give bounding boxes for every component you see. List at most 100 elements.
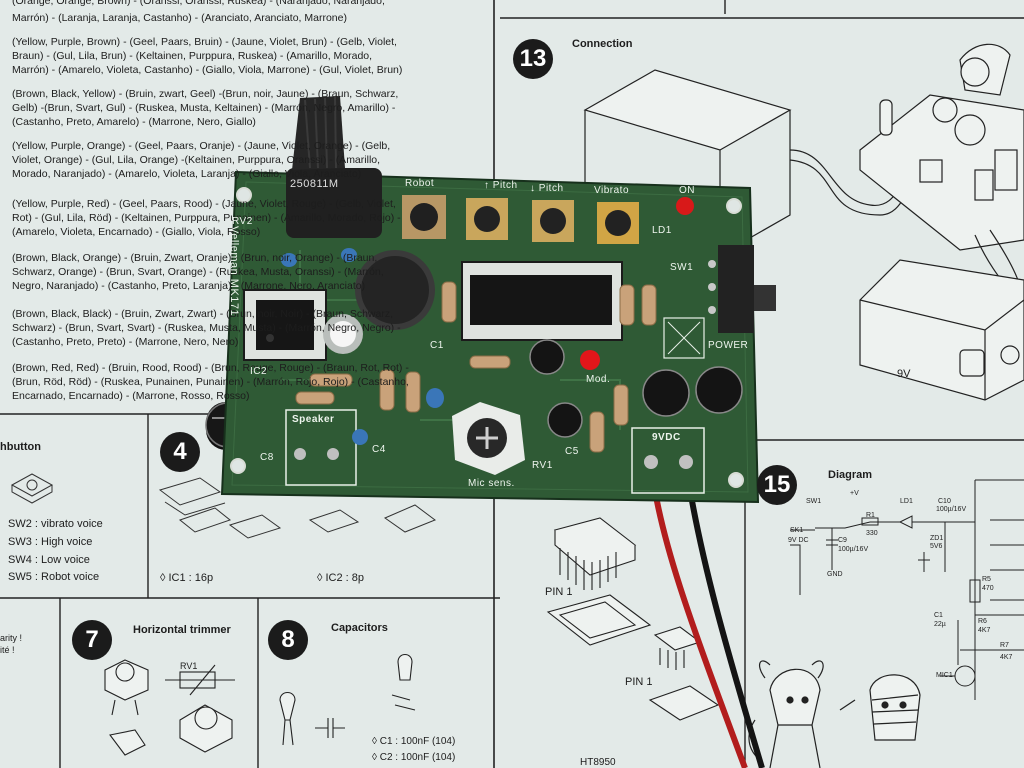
schematic-label: ZD1 xyxy=(930,535,944,542)
color-code-line: Rot) - (Gul, Lila, Röd) - (Keltainen, Pu… xyxy=(12,212,401,224)
ic2-socket-label: ◊ IC2 : 8p xyxy=(317,572,365,584)
ic1-socket-label: ◊ IC1 : 16p xyxy=(160,572,214,584)
schematic-label: 5V6 xyxy=(930,543,943,550)
color-code-line: (Brun, Röd, Röd) - (Ruskea, Punainen, Pu… xyxy=(12,376,409,388)
color-code-line: Marrón) - (Amarelo, Violeta, Castanho) -… xyxy=(12,64,403,76)
ic-drawings xyxy=(546,517,720,721)
led-red-on xyxy=(676,197,694,215)
schematic-label: SK1 xyxy=(790,527,804,534)
color-code-line: Schwarz) - (Brun, Svart, Svart) - (Ruske… xyxy=(12,322,401,334)
ld1-label: LD1 xyxy=(652,225,672,236)
schematic-label: R6 xyxy=(978,618,987,625)
schematic-label: 100µ/16V xyxy=(838,546,869,553)
power-label: POWER xyxy=(708,340,749,351)
red-wire xyxy=(648,464,748,768)
brand-label: Velleman MK171 xyxy=(228,226,240,317)
trimmer-symbol-label: RV1 xyxy=(180,661,198,671)
step-7-number: 7 xyxy=(72,620,112,660)
mic-sens-label: Mic sens. xyxy=(468,478,515,489)
pushbutton-item: SW5 : Robot voice xyxy=(8,571,100,583)
color-code-line: Violet, Orange) - (Gul, Lila, Orange) -(… xyxy=(12,154,381,166)
speaker-terminal-minus xyxy=(327,448,339,460)
supply-label: 9VDC xyxy=(652,432,681,443)
ic2-label: IC2 xyxy=(250,366,268,377)
step-8-number: 8 xyxy=(268,620,308,660)
button-label-robot: Robot xyxy=(405,178,435,189)
supply-terminal-plus xyxy=(644,455,658,469)
partial-text: ité ! xyxy=(0,645,15,655)
color-code-line: (Orange, Orange, Brown) - (Oranssi, Oran… xyxy=(12,0,385,7)
color-code-line: (Amarelo, Violeta, Encarnado) - (Giallo,… xyxy=(12,226,261,238)
cartoon-drawings xyxy=(748,660,921,768)
board-drawing xyxy=(859,43,1024,311)
schematic-label: 9V DC xyxy=(788,537,809,544)
potentiometer-knob xyxy=(286,96,382,238)
pushbutton-item: SW3 : High voice xyxy=(8,536,93,548)
step-8-title: Capacitors xyxy=(331,622,388,634)
schematic-label: R7 xyxy=(1000,642,1009,649)
ic1-chip xyxy=(461,261,623,341)
pushbutton-item: SW4 : Low voice xyxy=(8,554,90,566)
black-wire xyxy=(683,464,765,768)
color-code-line: (Castanho, Preto, Preto) - (Marrone, Ner… xyxy=(12,336,239,348)
pin1-label: PIN 1 xyxy=(545,586,573,598)
schematic-label: 470 xyxy=(982,585,994,592)
color-code-line: (Brown, Red, Red) - (Bruin, Rood, Rood) … xyxy=(12,362,409,374)
partial-text: arity ! xyxy=(0,633,23,643)
color-code-line: Gelb) -(Brun, Svart, Gul) - (Ruskea, Mus… xyxy=(12,102,396,114)
microphone xyxy=(355,250,435,330)
schematic-label: LD1 xyxy=(900,498,913,505)
step-7-title: Horizontal trimmer xyxy=(133,624,231,636)
step-13-number: 13 xyxy=(513,39,553,79)
c5-label: C5 xyxy=(565,446,579,457)
battery-label: 9V xyxy=(897,368,911,380)
color-code-line: (Yellow, Purple, Orange) - (Geel, Paars,… xyxy=(12,140,391,152)
pot-label: RV2 xyxy=(232,216,253,227)
schematic-label: C9 xyxy=(838,537,847,544)
trimmer-rv1 xyxy=(452,402,525,475)
push-buttons xyxy=(402,195,639,244)
color-code-line: (Yellow, Purple, Red) - (Geel, Paars, Ro… xyxy=(12,198,396,210)
electrolytic-capacitors xyxy=(529,339,743,438)
speaker-label: Speaker xyxy=(292,414,335,425)
button-label-vibrato: Vibrato xyxy=(594,185,630,196)
resistors xyxy=(295,281,657,453)
c4-label: C4 xyxy=(372,444,386,455)
color-code-line: Negro, Naranjado) - (Castanho, Preto, La… xyxy=(12,280,366,292)
schematic-label: R5 xyxy=(982,576,991,583)
schematic-label: 100µ/16V xyxy=(936,506,967,513)
c1-label: C1 xyxy=(430,340,444,351)
schematic-label: C10 xyxy=(938,498,951,505)
schematic-label: 4K7 xyxy=(1000,654,1013,661)
color-code-line: Schwarz, Orange) - (Brun, Svart, Orange)… xyxy=(12,266,384,278)
schematic-label: SW1 xyxy=(806,498,822,505)
on-label: ON xyxy=(679,185,695,196)
sw1-label: SW1 xyxy=(670,262,694,273)
pushbutton-drawing xyxy=(10,473,54,504)
power-switch xyxy=(708,245,776,333)
white-capacitor xyxy=(323,314,363,354)
schematic-label: C1 xyxy=(934,612,943,619)
schematic-label: +V xyxy=(850,490,859,497)
step-13-title: Connection xyxy=(572,38,633,50)
mod-label: Mod. xyxy=(586,374,611,385)
schematic xyxy=(790,479,1024,700)
pin1-label-2: PIN 1 xyxy=(625,676,653,688)
color-code-line: (Yellow, Purple, Brown) - (Geel, Paars, … xyxy=(12,36,397,48)
button-label-pitch-down: ↓ Pitch xyxy=(530,183,564,194)
c8-label: C8 xyxy=(260,452,274,463)
schematic-label: 330 xyxy=(866,530,878,537)
schematic-label: 22µ xyxy=(934,621,946,628)
capacitor-item: ◊ C1 : 100nF (104) xyxy=(372,736,456,747)
color-code-line: (Brown, Black, Black) - (Bruin, Zwart, Z… xyxy=(12,308,393,320)
color-code-line: Braun) - (Gul, Lila, Brun) - (Keltainen,… xyxy=(12,50,373,62)
color-code-line: Morado, Naranjado) - (Amarelo, Violeta, … xyxy=(12,168,362,180)
step-4-number: 4 xyxy=(160,432,200,472)
button-label-pitch-up: ↑ Pitch xyxy=(484,180,518,191)
schematic-label: 4K7 xyxy=(978,627,991,634)
pushbutton-title: hbutton xyxy=(0,441,41,453)
color-code-line: Encarnado, Encarnado) - (Marrone, Rosso,… xyxy=(12,390,250,402)
color-code-line: Marrón) - (Laranja, Laranja, Castanho) -… xyxy=(12,12,347,24)
